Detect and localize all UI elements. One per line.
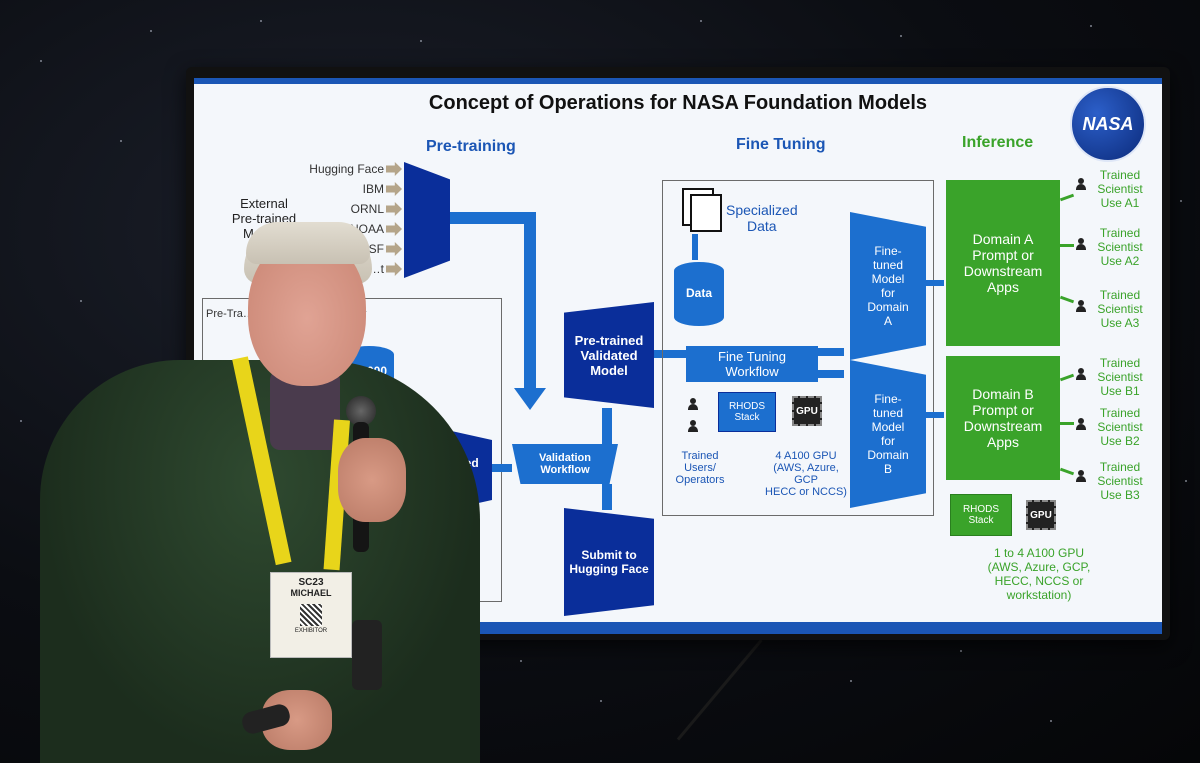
user-icon (688, 420, 698, 432)
nasa-logo: NASA (1070, 86, 1146, 162)
merge-funnel (404, 162, 450, 278)
source-label: IBM (362, 182, 384, 196)
submit-huggingface-block: Submit to Hugging Face (564, 508, 654, 616)
green-arrow (1059, 373, 1075, 382)
flow-arrow (926, 280, 944, 286)
user-icon (1076, 418, 1086, 430)
arrow-head-icon (514, 388, 546, 410)
scientist-use-label: Trained Scientist Use B1 (1097, 356, 1143, 398)
specialized-data-label: Specialized Data (726, 202, 798, 234)
flow-arrow (926, 412, 944, 418)
flow-arrow (492, 464, 512, 472)
gpu-chip-icon: GPU (1026, 500, 1056, 530)
badge-role: EXHIBITOR (294, 628, 328, 634)
scientist-use-label: Trained Scientist Use A3 (1097, 288, 1143, 330)
flow-arrow (602, 408, 612, 444)
domain-b-block: Domain B Prompt or Downstream Apps (946, 356, 1060, 480)
rhods-stack-badge: RHODS Stack (950, 494, 1012, 536)
scientist-use-label: Trained Scientist Use A1 (1097, 168, 1143, 210)
green-arrow (1059, 295, 1075, 304)
presentation-slide: Concept of Operations for NASA Foundatio… (194, 78, 1162, 634)
badge-clip-device (352, 620, 382, 690)
user-icon (1076, 178, 1086, 190)
flow-arrow (602, 484, 612, 510)
finetuning-box (662, 180, 934, 516)
finetuning-workflow-block: Fine Tuning Workflow (686, 346, 818, 382)
user-icon (1076, 368, 1086, 380)
presenter-hair-top (246, 222, 370, 264)
section-pretraining: Pre-training (426, 138, 516, 155)
gpu-chip-icon: GPU (792, 396, 822, 426)
green-arrow (1060, 422, 1074, 425)
source-arrow-icon (386, 262, 402, 276)
user-icon (1076, 470, 1086, 482)
validated-model-block: Pre-trained Validated Model (564, 302, 654, 408)
source-label: Hugging Face (309, 162, 384, 176)
scientist-use-label: Trained Scientist Use B2 (1097, 406, 1143, 448)
gpu-spec-finetune: 4 A100 GPU (AWS, Azure, GCP HECC or NCCS… (765, 450, 847, 498)
source-arrow-icon (386, 202, 402, 216)
flow-arrow (818, 370, 844, 378)
section-finetuning: Fine Tuning (736, 136, 826, 153)
user-icon (1076, 238, 1086, 250)
source-label: ORNL (350, 202, 384, 216)
scientist-use-label: Trained Scientist Use A2 (1097, 226, 1143, 268)
gpu-spec-inference: 1 to 4 A100 GPU (AWS, Azure, GCP, HECC, … (987, 546, 1091, 602)
document-icon (690, 194, 722, 232)
slide-top-bar (194, 78, 1162, 84)
badge-event: SC23 (298, 577, 324, 588)
source-label: …t (368, 262, 384, 276)
flow-arrow (692, 234, 698, 260)
flow-arrow (450, 212, 536, 224)
finetuned-model-b: Fine- tuned Model for Domain B (850, 360, 926, 508)
domain-a-block: Domain A Prompt or Downstream Apps (946, 180, 1060, 346)
green-arrow (1059, 193, 1075, 202)
finetuned-model-a: Fine- tuned Model for Domain A (850, 212, 926, 360)
data-label: Data (685, 286, 712, 300)
source-arrow-icon (386, 182, 402, 196)
badge-name: MICHAEL (290, 588, 332, 598)
flow-arrow (524, 212, 536, 392)
green-arrow (1060, 244, 1074, 247)
trained-users-label: Trained Users/ Operators (675, 450, 725, 486)
source-arrow-icon (386, 162, 402, 176)
green-arrow (1059, 467, 1075, 476)
section-inference: Inference (962, 134, 1034, 151)
scientist-use-label: Trained Scientist Use B3 (1097, 460, 1143, 502)
source-arrow-icon (386, 222, 402, 236)
user-icon (688, 398, 698, 410)
flow-arrow (818, 348, 844, 356)
slide-title: Concept of Operations for NASA Foundatio… (428, 92, 928, 114)
name-badge: SC23 MICHAEL EXHIBITOR (270, 572, 352, 658)
rhods-stack-badge: RHODS Stack (718, 392, 776, 432)
source-arrow-icon (386, 242, 402, 256)
qr-code-icon (300, 604, 322, 626)
validation-workflow-block: Validation Workflow (512, 444, 618, 484)
user-icon (1076, 300, 1086, 312)
presenter-hand (338, 438, 406, 522)
microphone-head-icon (346, 396, 376, 426)
flow-arrow (654, 350, 688, 358)
database-icon (674, 262, 724, 326)
